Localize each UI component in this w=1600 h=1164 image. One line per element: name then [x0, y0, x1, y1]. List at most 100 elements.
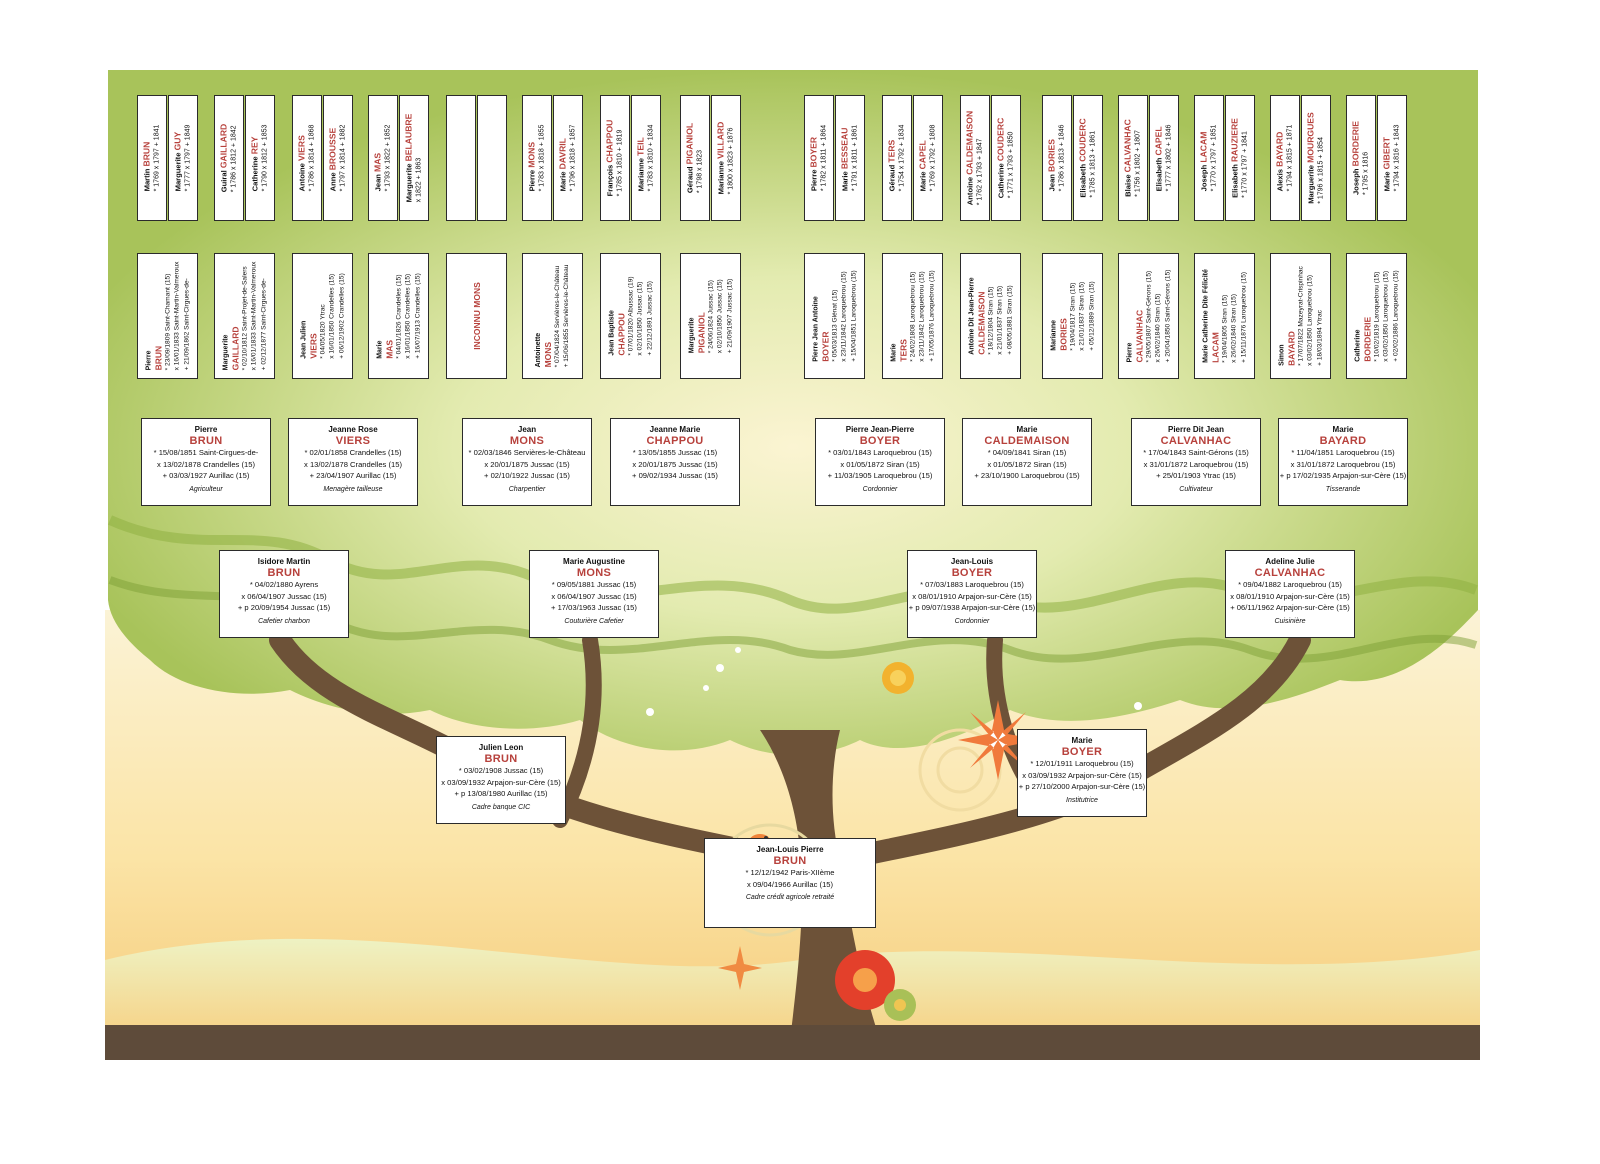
unknown-ancestor: INCONNU MONS — [471, 282, 482, 350]
life-event: * 09/04/1882 Laroquebrou (15) — [1238, 580, 1342, 589]
name-line: Antoine VIERS — [297, 125, 308, 192]
name-line: Marianne TEIL — [636, 125, 647, 191]
dot — [646, 708, 654, 716]
life-event: * 03/01/1843 Laroquebrou (15) — [828, 448, 932, 457]
surname: BAYARD — [1274, 131, 1285, 167]
rotated-text: Marguerite MOURGUES* 1796 x 1815 + 1854 — [1306, 112, 1327, 204]
life-event: x 20/01/1875 Jussac (15) — [484, 459, 570, 469]
surname: BORIES — [1057, 318, 1068, 351]
surname: BOYER — [819, 331, 830, 362]
surname: BOYER — [808, 136, 819, 168]
life-event: * 18/12/1804 Siran (15) — [986, 286, 994, 355]
gen5-person-box: Joseph BORDERIE* 1795 x 1816 — [1346, 95, 1376, 221]
gen5-person-box: Jean MAS* 1793 x 1822 + 1852 — [368, 95, 398, 221]
surname: CALDEMAISON — [975, 291, 986, 355]
surname: TERS — [886, 139, 897, 163]
life-event: + 21/09/1862 Saint-Cirgues-de- — [182, 278, 190, 371]
gen5-person-box: Catherine COUDERC* 1771 x 1793 + 1850 — [991, 95, 1021, 221]
life-event: + 22/12/1891 Jussac (15) — [645, 280, 653, 356]
life-event: * 13/05/1855 Jussac (15) — [632, 448, 718, 457]
surname: BESSEAU — [839, 127, 850, 170]
surname: VILLARD — [715, 121, 726, 159]
name-line: Elisabeth COUDERC — [1078, 118, 1089, 197]
life-dates: * 1777 x 1797 + 1849 — [184, 124, 192, 192]
rotated-text: Catherine COUDERC* 1771 x 1793 + 1850 — [996, 118, 1017, 199]
first-name: Joseph — [1199, 164, 1209, 192]
life-event: x 08/01/1910 Arpajon-sur-Cère (15) — [1230, 591, 1350, 601]
surname: BRUN — [773, 855, 807, 867]
first-name: Antoine — [297, 163, 307, 192]
name-line: Catherine COUDERC — [996, 118, 1007, 199]
surname: CALVANHAC — [1160, 435, 1232, 447]
first-name: Marianne — [1049, 320, 1057, 351]
life-event: * 07/03/1883 Laroquebrou (15) — [920, 580, 1024, 589]
gen5-person-box: Antoine CALDEMAISON* 1762 x 1793 + 1847 — [960, 95, 990, 221]
surname: LACAM — [1198, 131, 1209, 163]
hill — [105, 938, 1480, 1030]
occupation: Cafetier charbon — [258, 617, 310, 625]
life-dates: * 1754 x 1792 + 1834 — [898, 124, 906, 192]
first-name: Marie — [375, 340, 383, 359]
first-name: Marguerite — [687, 317, 695, 354]
surname: BORDERIE — [1361, 316, 1372, 362]
first-name: Pierre — [527, 169, 537, 192]
life-event: * 04/05/1820 Ytrac — [318, 304, 326, 359]
surname: MAS — [383, 339, 394, 359]
occupation: Agriculteur — [189, 485, 223, 493]
name-line: François CHAPPOU — [605, 120, 616, 197]
occupation: Tisserande — [1325, 485, 1361, 493]
life-event: + 09/02/1934 Jussac (15) — [632, 471, 718, 480]
name-line: Marianne VILLARD — [716, 122, 727, 195]
first-name: Alexis — [1275, 169, 1285, 192]
rotated-text: Pierre BOYER* 1782 x 1811 + 1864 — [809, 125, 830, 191]
life-dates: * 1783 x 1810 + 1834 — [647, 124, 655, 192]
rotated-text: Guiral GAILLARD* 1786 x 1812 + 1842 — [219, 124, 240, 192]
name-line: Jean MAS — [373, 125, 384, 192]
life-dates: * 1790 x 1812 + 1853 — [261, 124, 269, 192]
first-name: Catherine — [996, 163, 1006, 199]
rotated-text: Elisabeth CAPEL* 1777 x 1802 + 1846 — [1154, 125, 1175, 192]
surname: BRUN — [152, 345, 163, 371]
life-event: + p 20/09/1954 Jussac (15) — [237, 603, 331, 612]
first-name: Marguerite — [221, 334, 229, 371]
name-line: Joseph BORDERIE — [1351, 121, 1362, 195]
surname: VIERS — [335, 435, 371, 447]
first-name: Julien Leon — [478, 743, 524, 752]
name-line: Anne BROUSSE — [328, 125, 339, 192]
first-name: Guiral — [219, 170, 229, 193]
first-name: Marianne — [716, 161, 726, 195]
first-name: Adeline Julie — [1265, 557, 1315, 566]
rotated-text: Jean BORIES* 1786 x 1813 + 1846 — [1047, 125, 1068, 192]
gen5-person-box: Marianne VILLARD* 1800 x 1823 + 1876 — [711, 95, 741, 221]
surname: MAS — [372, 152, 383, 172]
life-event: + 23/10/1900 Laroquebrou (15) — [974, 471, 1080, 480]
life-dates: * 1796 x 1815 + 1854 — [1317, 137, 1325, 204]
life-event: + 21/09/1907 Jussac (15) — [725, 278, 733, 354]
surname: COUDERC — [995, 117, 1006, 162]
gen5-person-box: Marianne TEIL* 1783 x 1810 + 1834 — [631, 95, 661, 221]
life-dates: * 1782 x 1811 + 1864 — [820, 124, 828, 192]
life-event: x 16/01/1850 Crandelles (15) — [328, 273, 336, 359]
surname: MONS — [542, 341, 553, 368]
first-name: Jeanne Marie — [649, 425, 701, 434]
life-event: x 13/02/1878 Crandelles (15) — [304, 459, 402, 469]
life-event: + 06/12/1902 Crandelles (15) — [337, 273, 345, 359]
gen5-person-box: Géraud TERS* 1754 x 1792 + 1834 — [882, 95, 912, 221]
life-event: * 29/05/1807 Saint-Gérons (15) — [1144, 270, 1152, 363]
name-line: Martin BRUN — [142, 125, 153, 192]
life-event: + 03/03/1927 Aurillac (15) — [162, 471, 250, 480]
gen5-person-box: Marguerite GUY* 1777 x 1797 + 1849 — [168, 95, 198, 221]
surname: BAYARD — [1319, 435, 1367, 447]
surname: BOYER — [951, 567, 993, 579]
surname: GAILLARD — [218, 123, 229, 169]
